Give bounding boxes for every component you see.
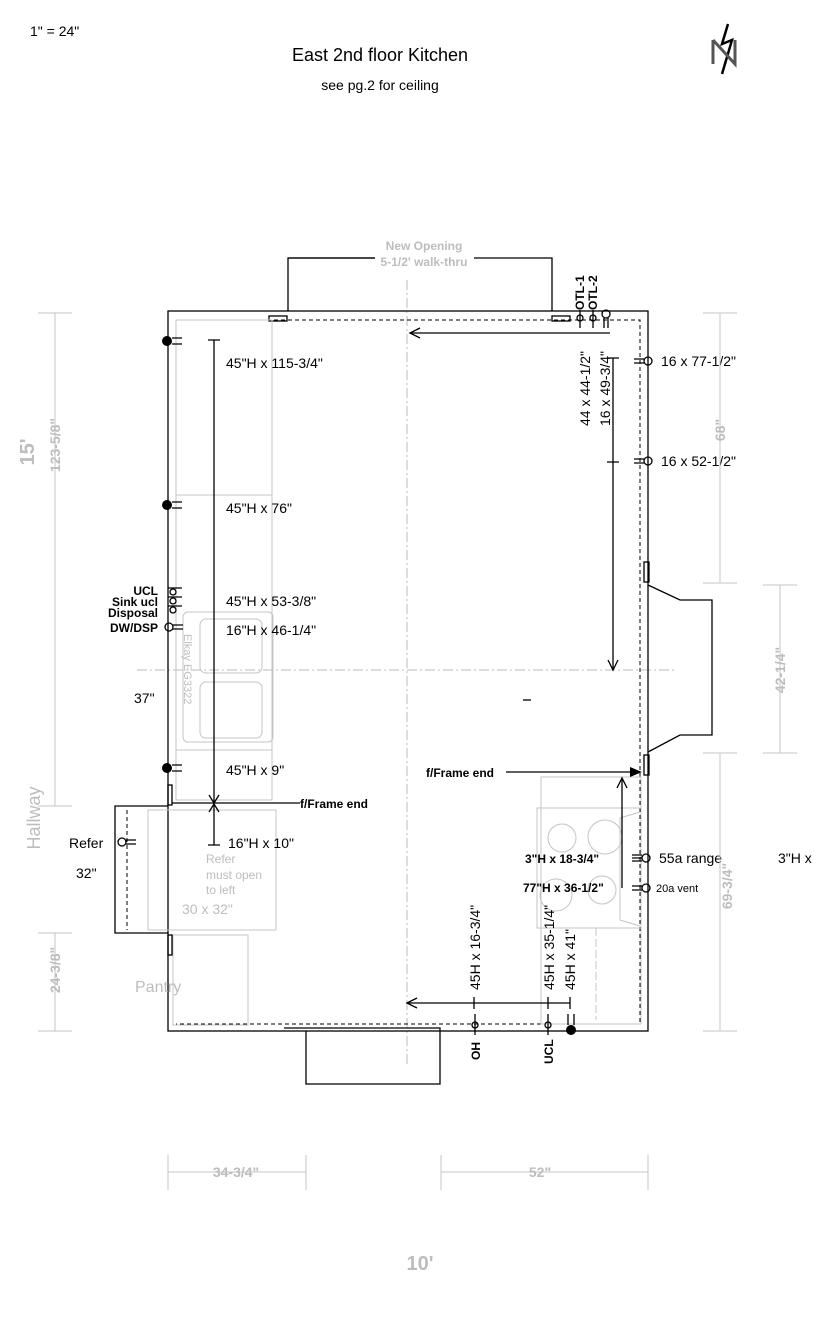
scale-label: 1" = 24" — [30, 23, 79, 39]
counter-left: Elkay EG3322 — [175, 319, 274, 801]
ucl-label: UCL — [133, 584, 158, 598]
north-arrow-icon — [711, 23, 737, 75]
dim-left-upper: 123-5/8" — [47, 418, 63, 472]
page-title: East 2nd floor Kitchen — [292, 45, 468, 65]
range-area — [536, 776, 642, 1025]
outlet-icon — [117, 837, 136, 847]
switch-icon — [544, 1014, 552, 1035]
pantry-label: Pantry — [135, 979, 181, 996]
gas-outlet-icon — [162, 336, 182, 346]
dim-bottom-left: 34-3/4" — [213, 1164, 259, 1180]
outlet-icon — [164, 622, 183, 632]
gas-outlet-icon — [162, 500, 182, 510]
dim-bottom-total: 10' — [406, 1253, 433, 1275]
room-wall — [167, 310, 649, 1032]
hallway-label: Hallway — [24, 786, 44, 849]
outlet-dim: 45"H x 115-3/4" — [226, 355, 323, 371]
outlet-dim: 16"H x 46-1/4" — [226, 622, 316, 638]
range-outlet-label: 55a range — [659, 850, 722, 866]
outlet-icon — [634, 456, 653, 466]
dim-left-total: 15' — [17, 438, 39, 465]
range-dim-1: 3"H x 18-3/4" — [525, 852, 599, 866]
refrigerator: Refer must open to left 30 x 32" — [147, 809, 277, 931]
new-opening-label: New Opening — [386, 239, 463, 253]
oh-dim: 45H x 16-3/4" — [467, 905, 483, 990]
sink-ucl-label: Sink ucl — [112, 595, 158, 609]
vent-outlet-label: 20a vent — [656, 883, 698, 895]
outlet-dim: 45"H x 53-3/8" — [226, 593, 316, 609]
frame-end-left-label: f/Frame end — [300, 797, 368, 811]
page-subtitle: see pg.2 for ceiling — [321, 77, 439, 93]
cutoff-label: 3"H x — [778, 850, 812, 866]
range-dim-2: 77"H x 36-1/2" — [523, 881, 604, 895]
switch-dim-2: 16 x 49-3/4" — [597, 351, 613, 426]
svg-text:30 x 32": 30 x 32" — [182, 901, 233, 917]
g-dim: 45H x 41" — [562, 929, 578, 990]
outlet-icon — [632, 853, 651, 863]
outlet-icon — [632, 883, 651, 893]
outlet-icon — [601, 309, 611, 328]
switch-dim-1: 44 x 44-1/2" — [577, 351, 593, 426]
pantry-cabinet — [172, 934, 249, 1026]
dim-right-upper: 68" — [712, 419, 728, 441]
outlet-dim: 16 x 77-1/2" — [661, 353, 736, 369]
switch-icon — [576, 310, 597, 328]
switch-icon — [168, 587, 182, 614]
dim-right-lower: 69-3/4" — [719, 863, 735, 909]
svg-text:to left: to left — [206, 883, 236, 897]
right-alcove — [647, 584, 713, 753]
top-opening — [287, 257, 375, 311]
walk-thru-label: 5-1/2' walk-thru — [381, 255, 468, 269]
outlet-dim: 16 x 52-1/2" — [661, 453, 736, 469]
refer-label: Refer — [69, 835, 104, 851]
disposal-label: Disposal — [108, 606, 158, 620]
bottom-opening — [284, 1027, 441, 1085]
otl2-label: OTL-2 — [586, 275, 600, 310]
svg-text:must open: must open — [206, 868, 262, 882]
ucl-dim: 45H x 35-1/4" — [541, 905, 557, 990]
outlet-dim: 16"H x 10" — [228, 835, 294, 851]
dim-left-lower: 24-3/8" — [47, 947, 63, 993]
oh-label: OH — [469, 1042, 483, 1060]
gas-outlet-icon — [566, 1014, 576, 1035]
dim-right-mid: 42-1/4" — [772, 647, 788, 693]
outlet-dim: 45"H x 76" — [226, 500, 292, 516]
sink-width-label: 37" — [134, 690, 155, 706]
switch-icon — [471, 1014, 479, 1035]
otl1-label: OTL-1 — [573, 275, 587, 310]
refer-alcove — [114, 805, 168, 934]
room-inner-dashed — [176, 319, 641, 1025]
gas-outlet-icon — [162, 763, 182, 773]
dim-bottom-right: 52" — [529, 1164, 551, 1180]
svg-text:Refer: Refer — [206, 852, 235, 866]
dw-dsp-label: DW/DSP — [110, 621, 158, 635]
ucl-bottom-label: UCL — [542, 1039, 556, 1064]
refer-width-label: 32" — [76, 865, 97, 881]
frame-end-right-label: f/Frame end — [426, 766, 494, 780]
sink-model-label: Elkay EG3322 — [181, 634, 193, 704]
outlet-dim: 45"H x 9" — [226, 762, 284, 778]
outlet-icon — [634, 356, 653, 366]
